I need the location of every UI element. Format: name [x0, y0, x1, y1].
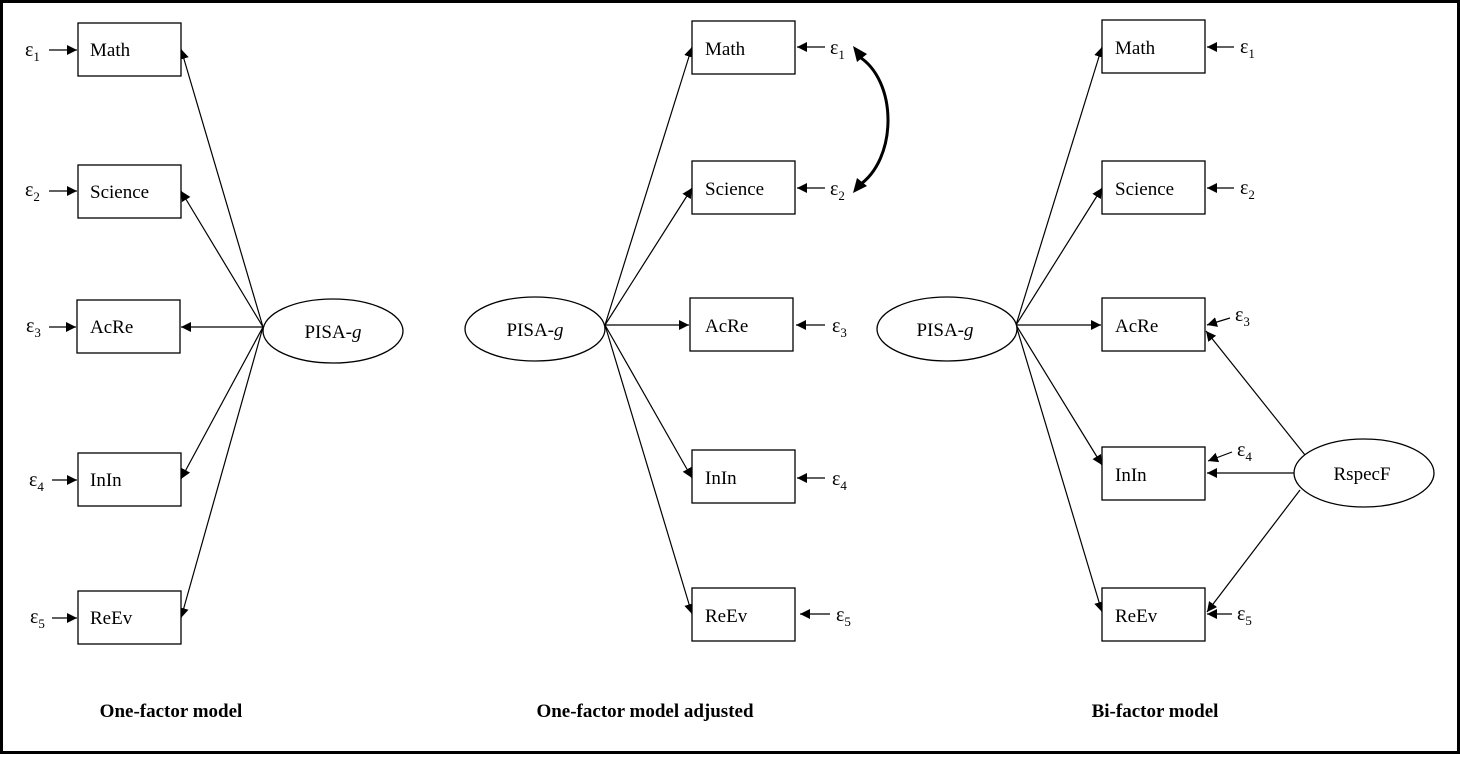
loading-arrow-science — [1015, 187, 1103, 326]
indicator-label: InIn — [1115, 465, 1147, 486]
indicator-box-inin — [1101, 446, 1206, 501]
indicator-label: ReEv — [705, 606, 748, 627]
indicator-box-acre — [76, 299, 181, 354]
error-term: ε4 — [832, 468, 847, 493]
factor-label: PISA-g — [304, 322, 361, 343]
indicator-label: Math — [705, 39, 746, 60]
indicator-label: ReEv — [1115, 606, 1158, 627]
error-covariance-curve — [857, 54, 890, 188]
indicator-box-science — [77, 164, 182, 219]
model-caption: Bi-factor model — [1092, 701, 1219, 722]
indicator-box-inin — [77, 452, 182, 507]
bi-factor-model: PISA-g RspecF Math Science AcRe InIn ReE… — [876, 19, 1435, 722]
error-arrow — [1206, 317, 1231, 327]
model-caption: One-factor model adjusted — [536, 701, 754, 722]
indicator-label: AcRe — [1115, 316, 1158, 337]
indicator-box-math — [77, 22, 182, 77]
indicator-label: Science — [705, 179, 764, 200]
indicator-label: AcRe — [705, 316, 748, 337]
indicator-label: AcRe — [90, 317, 133, 338]
error-term: ε4 — [29, 469, 44, 494]
indicator-box-reev — [77, 590, 182, 645]
loading-arrow-inin — [604, 324, 693, 479]
factor-label: PISA-g — [916, 320, 973, 341]
error-term: ε2 — [830, 178, 845, 203]
indicator-box-math — [691, 20, 796, 75]
loading-arrow-science — [180, 190, 264, 328]
error-term: ε5 — [1237, 603, 1252, 628]
error-term: ε1 — [1240, 36, 1255, 61]
error-term: ε5 — [30, 606, 45, 631]
loading-arrow-math — [179, 48, 264, 328]
error-term: ε5 — [836, 604, 851, 629]
loading-arrow-inin — [1015, 324, 1103, 466]
loading-arrow-math — [1015, 46, 1104, 326]
indicator-box-acre — [1101, 297, 1206, 352]
indicator-box-science — [1101, 160, 1206, 215]
loading-arrow-science — [604, 187, 693, 326]
model-caption: One-factor model — [100, 701, 243, 722]
loading-arrow-inin — [180, 326, 264, 480]
indicator-label: Math — [1115, 38, 1156, 59]
error-term: ε2 — [1240, 177, 1255, 202]
indicator-box-acre — [689, 297, 794, 352]
indicator-label: InIn — [705, 468, 737, 489]
error-arrow — [1207, 451, 1233, 463]
factor-ellipse — [262, 298, 404, 364]
covariance-arrowhead-top — [853, 46, 867, 62]
indicator-box-science — [691, 160, 796, 215]
indicator-label: Science — [1115, 179, 1174, 200]
error-term: ε1 — [25, 39, 40, 64]
factor-label: PISA-g — [506, 320, 563, 341]
factor-ellipse — [876, 296, 1018, 362]
specific-factor-ellipse — [1293, 438, 1435, 508]
indicator-box-reev — [691, 587, 796, 642]
covariance-arrowhead-bottom — [853, 178, 867, 193]
loading-arrow-reev — [1015, 324, 1104, 613]
indicator-box-math — [1101, 19, 1206, 74]
error-term: ε2 — [25, 179, 40, 204]
specific-loading-reev — [1206, 489, 1301, 613]
indicator-box-inin — [691, 449, 796, 504]
one-factor-adjusted-model: PISA-g Math Science AcRe InIn ReEv ε1 ε2… — [464, 20, 890, 722]
one-factor-model: PISA-g Math Science AcRe InIn ReEv ε1 ε2… — [25, 22, 404, 722]
error-term: ε3 — [1235, 304, 1250, 329]
indicator-label: InIn — [90, 470, 122, 491]
error-term: ε4 — [1237, 439, 1252, 464]
loading-arrow-reev — [178, 326, 264, 619]
indicator-label: Science — [90, 182, 149, 203]
indicator-label: Math — [90, 40, 131, 61]
indicator-label: ReEv — [90, 608, 133, 629]
loading-arrow-reev — [604, 324, 694, 615]
factor-ellipse — [464, 296, 606, 362]
error-term: ε3 — [26, 315, 41, 340]
indicator-box-reev — [1101, 587, 1206, 642]
specific-loading-acre — [1205, 330, 1306, 456]
specific-factor-label: RspecF — [1334, 464, 1391, 485]
error-term: ε3 — [832, 315, 847, 340]
loading-arrow-math — [604, 46, 694, 326]
error-term: ε1 — [830, 37, 845, 62]
